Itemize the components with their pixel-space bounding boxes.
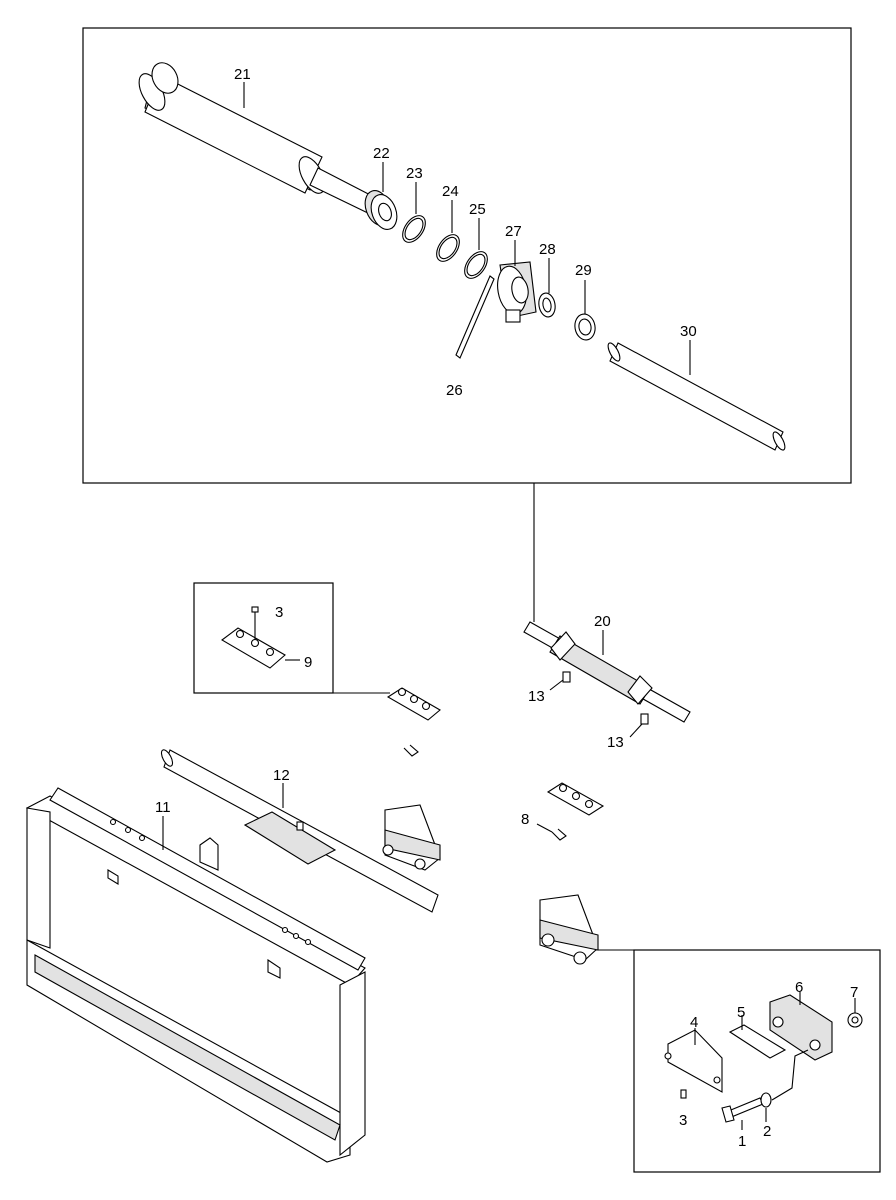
callout-24: 24 bbox=[442, 183, 459, 200]
part-5-strip[interactable] bbox=[728, 1015, 787, 1059]
callout-29: 29 bbox=[575, 262, 592, 279]
callout-13-lower: 13 bbox=[607, 734, 624, 751]
callout-1: 1 bbox=[738, 1133, 746, 1150]
callout-23: 23 bbox=[406, 165, 423, 182]
callout-22: 22 bbox=[373, 145, 390, 162]
part-2-washer[interactable] bbox=[760, 1049, 809, 1122]
clamp-mount-left[interactable] bbox=[382, 804, 441, 871]
part-25-o-ring[interactable] bbox=[460, 218, 492, 282]
part-30-rod[interactable] bbox=[606, 340, 787, 452]
callout-6: 6 bbox=[795, 979, 803, 996]
part-13-fitting-upper[interactable] bbox=[549, 671, 571, 691]
callout-13-upper: 13 bbox=[528, 688, 545, 705]
callout-3-upper: 3 bbox=[275, 604, 283, 621]
part-7-nut[interactable] bbox=[847, 998, 863, 1028]
bracket-detail-box bbox=[193, 582, 390, 694]
callout-28: 28 bbox=[539, 241, 556, 258]
cylinder-detail-box bbox=[82, 27, 852, 484]
clamp-detail-box bbox=[596, 949, 881, 1173]
part-13-fitting-lower[interactable] bbox=[629, 713, 649, 738]
part-20-cylinder-assembly[interactable] bbox=[523, 621, 691, 723]
part-24-o-ring[interactable] bbox=[432, 200, 464, 265]
callout-11: 11 bbox=[155, 799, 171, 816]
part-22-gland-nut[interactable] bbox=[361, 162, 402, 233]
callout-27: 27 bbox=[505, 223, 522, 240]
callout-26: 26 bbox=[446, 382, 463, 399]
part-27-piston-head[interactable] bbox=[494, 240, 537, 323]
bracket-mount-lower[interactable] bbox=[546, 782, 605, 816]
bracket-mount-upper[interactable] bbox=[386, 687, 441, 721]
callout-8: 8 bbox=[521, 811, 529, 828]
callout-21: 21 bbox=[234, 66, 251, 83]
part-26-pin[interactable] bbox=[455, 275, 495, 359]
callout-20: 20 bbox=[594, 613, 611, 630]
part-21-cylinder-barrel[interactable] bbox=[134, 58, 330, 197]
part-12-top-bar[interactable] bbox=[159, 748, 439, 913]
part-3-pin[interactable] bbox=[680, 1089, 687, 1099]
callout-30: 30 bbox=[680, 323, 697, 340]
clip-upper[interactable] bbox=[403, 744, 419, 757]
part-8-clip[interactable] bbox=[536, 823, 567, 841]
part-11-frame[interactable] bbox=[25, 787, 366, 1163]
callout-2: 2 bbox=[763, 1123, 771, 1140]
part-1-bolt[interactable] bbox=[721, 1097, 764, 1130]
callout-7: 7 bbox=[850, 984, 858, 1001]
callout-12: 12 bbox=[273, 767, 290, 784]
callout-3-lower: 3 bbox=[679, 1112, 687, 1129]
callout-4: 4 bbox=[690, 1014, 698, 1031]
part-28-nut[interactable] bbox=[537, 258, 557, 318]
part-9-bracket-detail[interactable] bbox=[221, 606, 300, 669]
part-4-plate[interactable] bbox=[664, 1028, 723, 1093]
callout-5: 5 bbox=[737, 1004, 745, 1021]
part-29-seal[interactable] bbox=[573, 280, 597, 342]
callout-9: 9 bbox=[304, 654, 312, 671]
callout-25: 25 bbox=[469, 201, 486, 218]
part-6-block[interactable] bbox=[769, 992, 833, 1061]
part-23-o-ring[interactable] bbox=[398, 182, 430, 246]
callout-labels: 21 22 23 24 25 27 28 29 30 26 3 9 20 13 … bbox=[155, 66, 858, 1150]
clamp-mount-right[interactable] bbox=[539, 894, 599, 965]
